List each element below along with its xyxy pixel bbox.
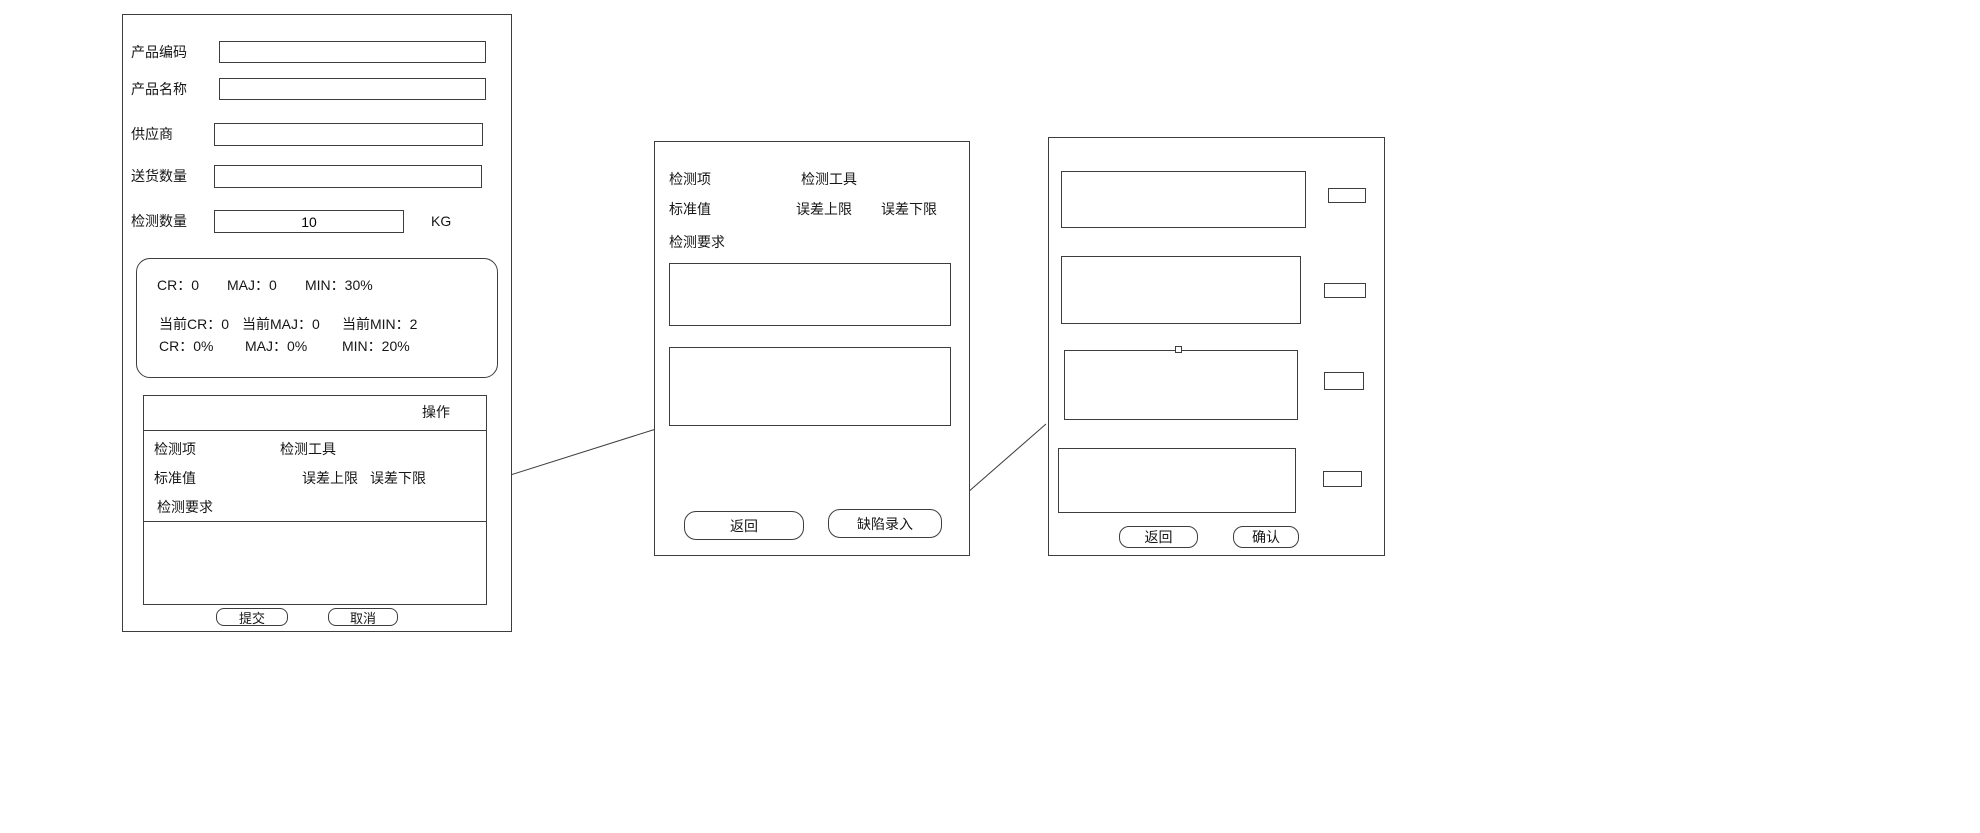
detail-standard-label: 标准值: [669, 201, 711, 217]
defect-textarea-1[interactable]: [1061, 171, 1306, 228]
delivery-qty-label: 送货数量: [131, 168, 187, 184]
detail-item-label: 检测项: [669, 171, 711, 187]
result-textarea[interactable]: [669, 347, 951, 426]
cancel-button[interactable]: 取消: [328, 608, 398, 626]
supplier-input[interactable]: [214, 123, 483, 146]
product-code-input[interactable]: [219, 41, 486, 63]
requirement-textarea[interactable]: [669, 263, 951, 326]
action-column-header: 操作: [422, 404, 450, 420]
detail-back-button[interactable]: 返回: [684, 511, 804, 540]
stat-cr: CR：0: [157, 277, 200, 293]
table-item-label: 检测项: [154, 441, 196, 457]
defect-back-button[interactable]: 返回: [1119, 526, 1198, 548]
defect-entry-button[interactable]: 缺陷录入: [828, 509, 942, 538]
defect-small-box-4[interactable]: [1323, 471, 1362, 487]
stat-min-pct: MIN：20%: [342, 338, 410, 354]
detail-lower-limit-label: 误差下限: [881, 201, 937, 217]
table-tool-label: 检测工具: [280, 441, 336, 457]
table-upper-limit-label: 误差上限: [302, 470, 358, 486]
detail-upper-limit-label: 误差上限: [796, 201, 852, 217]
defect-textarea-3[interactable]: [1064, 350, 1298, 420]
table-standard-label: 标准值: [154, 470, 196, 486]
defect-small-box-3[interactable]: [1324, 372, 1364, 390]
stat-current-min: 当前MIN：2: [342, 316, 418, 332]
stat-current-maj: 当前MAJ：0: [242, 316, 320, 332]
stat-maj-pct: MAJ：0%: [245, 338, 308, 354]
stats-summary-box: CR：0 MAJ：0 MIN：30% 当前CR：0 当前MAJ：0 当前MIN：…: [136, 258, 498, 378]
confirm-button[interactable]: 确认: [1233, 526, 1299, 548]
inspection-items-table[interactable]: 操作 检测项 检测工具 标准值 误差上限 误差下限 检测要求: [143, 395, 487, 605]
product-name-input[interactable]: [219, 78, 486, 100]
defect-textarea-2[interactable]: [1061, 256, 1301, 324]
inspection-detail-panel: 检测项 检测工具 标准值 误差上限 误差下限 检测要求 返回 缺陷录入: [654, 141, 970, 556]
inspect-qty-input[interactable]: [214, 210, 404, 233]
stat-current-cr: 当前CR：0: [159, 316, 230, 332]
incoming-inspection-form: 产品编码 产品名称 供应商 送货数量 检测数量 KG CR：0 MAJ：0 MI…: [122, 14, 512, 632]
delivery-qty-input[interactable]: [214, 165, 482, 188]
table-requirement-divider: [144, 521, 486, 522]
supplier-label: 供应商: [131, 126, 173, 142]
product-name-label: 产品名称: [131, 81, 187, 97]
submit-button[interactable]: 提交: [216, 608, 288, 626]
stat-min: MIN：30%: [305, 277, 373, 293]
unit-label: KG: [431, 213, 452, 229]
product-code-label: 产品编码: [131, 44, 187, 60]
selection-handle: [1175, 346, 1182, 353]
detail-requirement-label: 检测要求: [669, 234, 725, 250]
defect-small-box-2[interactable]: [1324, 283, 1366, 298]
table-lower-limit-label: 误差下限: [370, 470, 426, 486]
defect-entry-panel: 返回 确认: [1048, 137, 1385, 556]
detail-tool-label: 检测工具: [801, 171, 857, 187]
table-header-divider: [144, 430, 486, 431]
table-requirement-label: 检测要求: [157, 499, 213, 515]
stat-cr-pct: CR：0%: [159, 338, 214, 354]
stat-maj: MAJ：0: [227, 277, 277, 293]
inspect-qty-label: 检测数量: [131, 213, 187, 229]
defect-small-box-1[interactable]: [1328, 188, 1366, 203]
defect-textarea-4[interactable]: [1058, 448, 1296, 513]
